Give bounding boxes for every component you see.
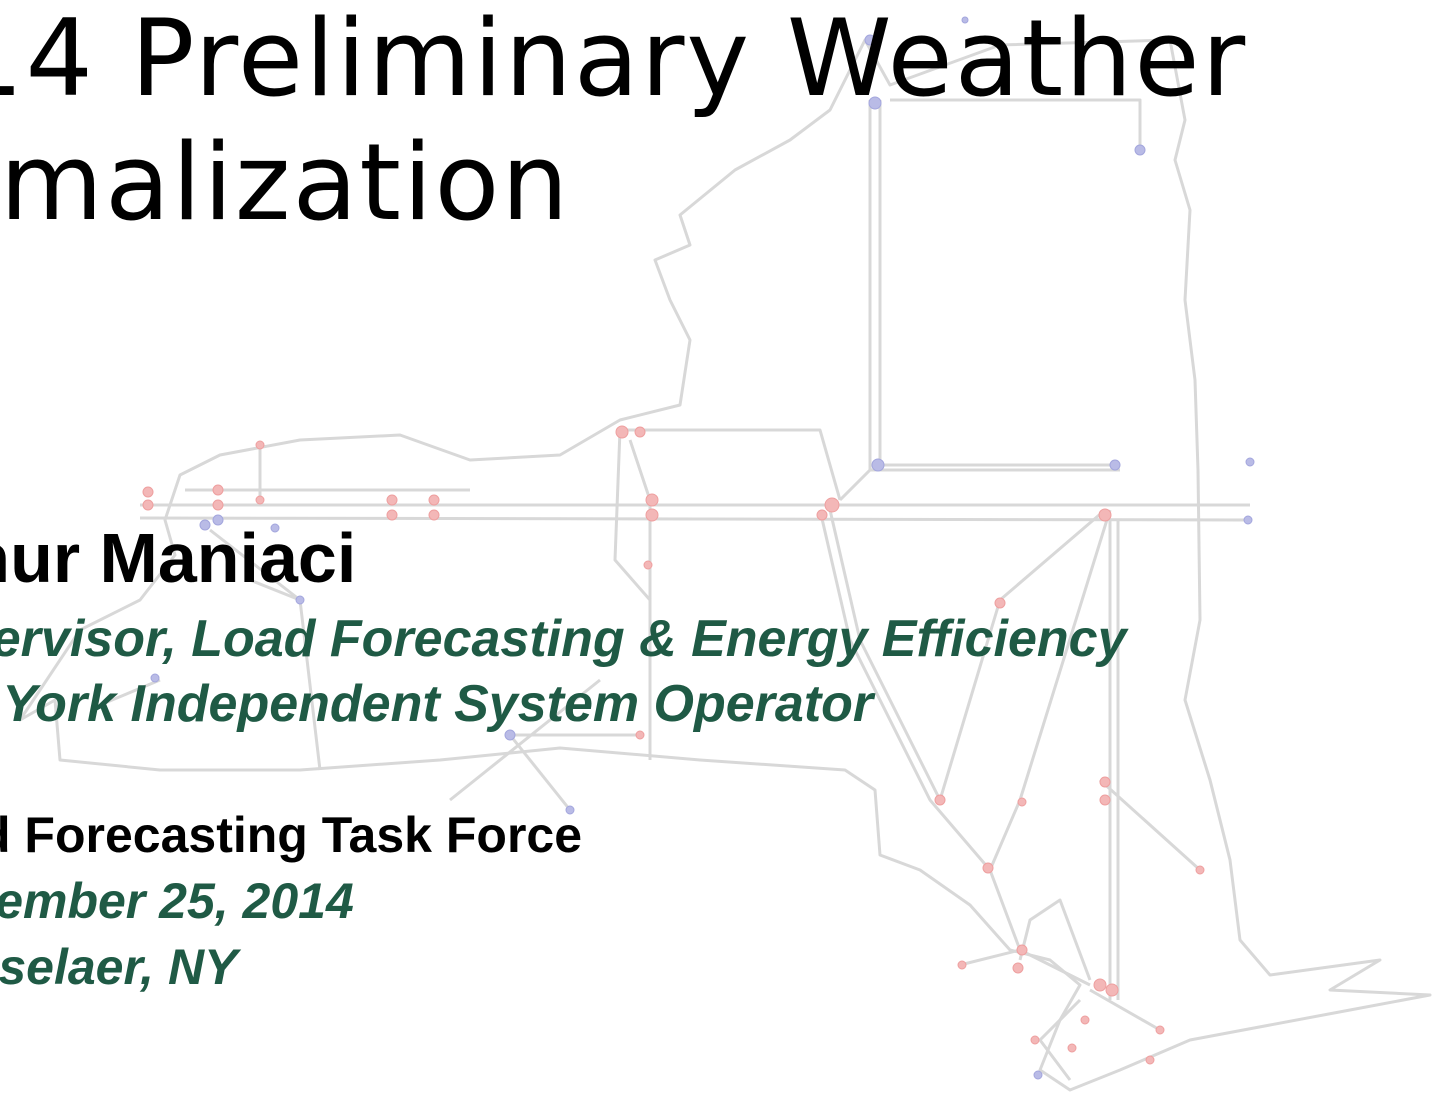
- meeting-date: otember 25, 2014: [0, 873, 354, 929]
- title-line-1: 14 Preliminary Weather: [0, 0, 1248, 120]
- title-line-2: rmalization: [0, 121, 571, 244]
- presenter-role: pervisor, Load Forecasting & Energy Effi…: [0, 610, 1127, 668]
- presenter-organization: v York Independent System Operator: [0, 675, 874, 733]
- meeting-name: d Forecasting Task Force: [0, 807, 583, 863]
- meeting-location: nsselaer, NY: [0, 939, 238, 995]
- presenter-name: thur Maniaci: [0, 519, 357, 597]
